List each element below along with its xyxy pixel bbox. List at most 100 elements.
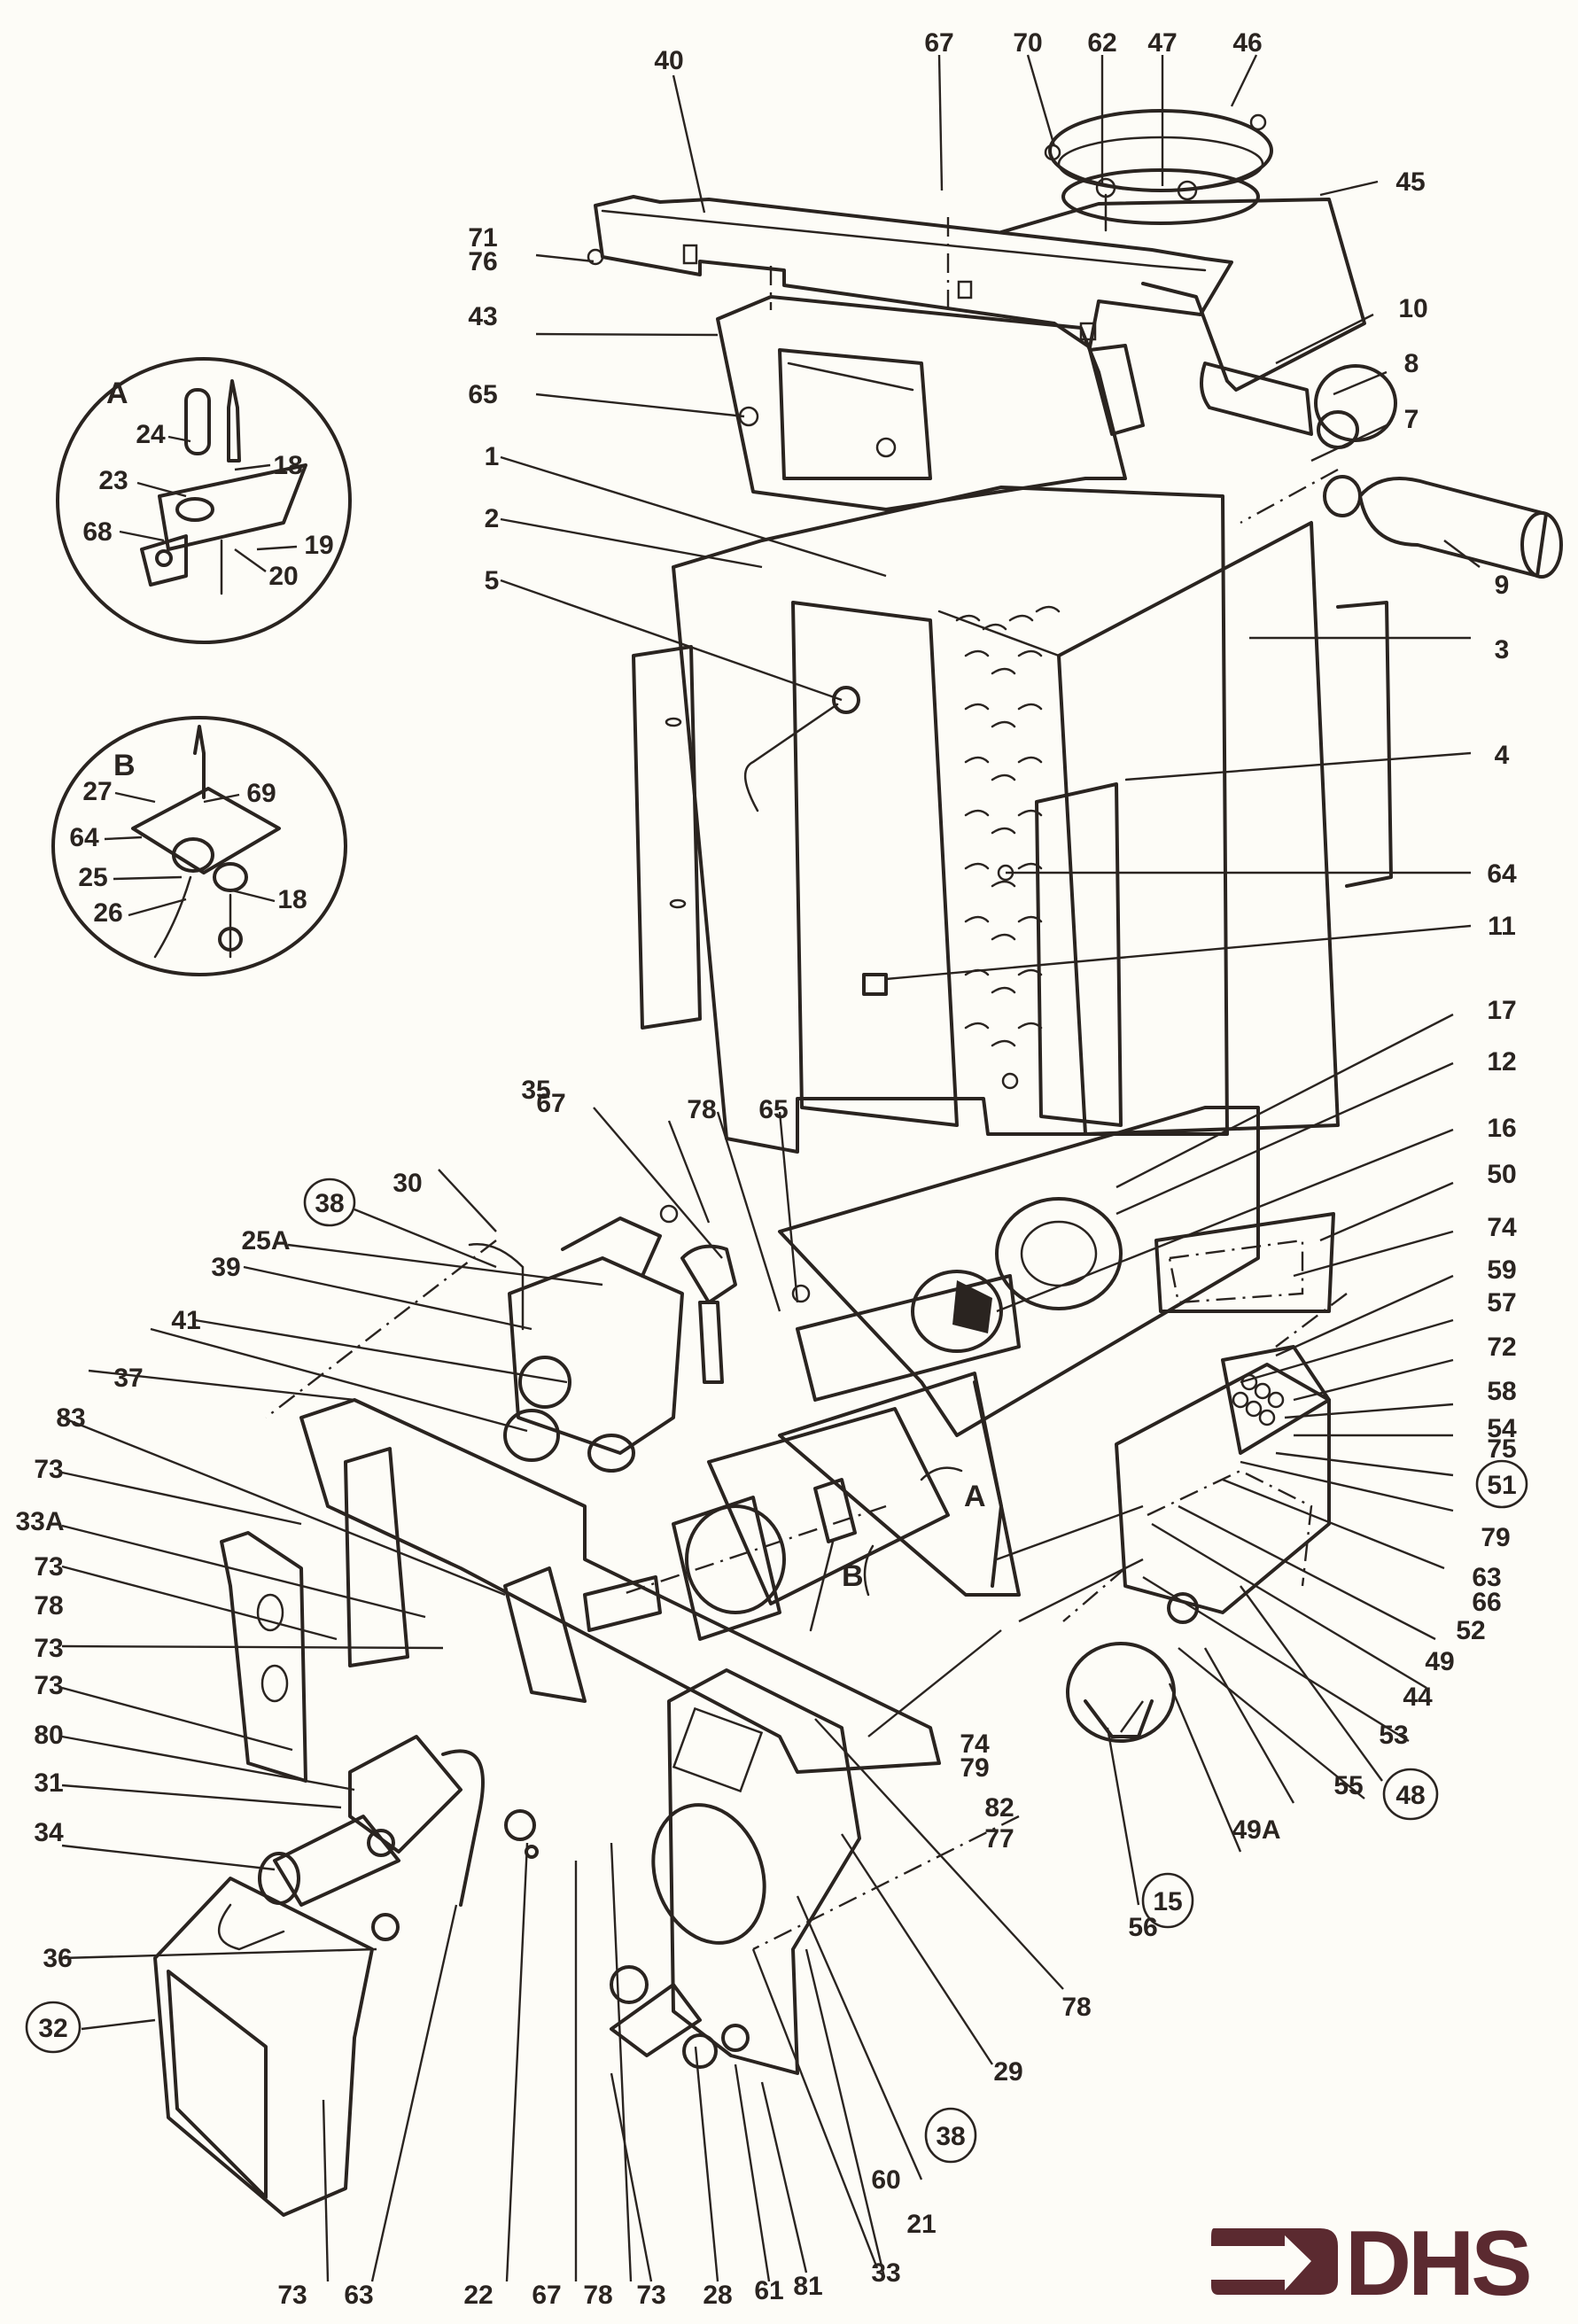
- label-64: 64: [1487, 859, 1517, 889]
- detail-A-label-24: 24: [136, 420, 166, 449]
- detail-B-label-25: 25: [78, 863, 107, 892]
- svg-text:38: 38: [936, 2122, 965, 2151]
- label-22: 22: [463, 2281, 493, 2310]
- label-67: 67: [924, 28, 953, 58]
- label-49: 49: [1425, 1647, 1454, 1676]
- label-53: 53: [1379, 1721, 1408, 1750]
- svg-text:38: 38: [315, 1189, 344, 1218]
- label-73b: 73: [34, 1552, 63, 1582]
- detail-B-label-18: 18: [277, 885, 307, 914]
- gas-valve-part-39: [468, 1216, 737, 1473]
- label-5: 5: [485, 566, 500, 595]
- label-17: 17: [1487, 996, 1516, 1025]
- label-73c: 73: [34, 1634, 63, 1663]
- label-55: 55: [1333, 1771, 1363, 1800]
- label-25A: 25A: [241, 1226, 290, 1255]
- label-78a: 78: [687, 1095, 716, 1124]
- label-47: 47: [1147, 28, 1177, 58]
- callout-letter-B: B: [842, 1559, 864, 1593]
- label-30: 30: [393, 1169, 422, 1198]
- label-44: 44: [1403, 1683, 1433, 1712]
- detail-A-label-20: 20: [268, 562, 298, 591]
- detail-letter-A: A: [106, 377, 128, 410]
- detail-A-label-68: 68: [82, 517, 112, 547]
- label-77: 77: [984, 1824, 1014, 1854]
- label-59: 59: [1487, 1255, 1516, 1285]
- label-83: 83: [56, 1403, 85, 1433]
- assembly-guide-lines: [265, 468, 1348, 1951]
- label-16: 16: [1487, 1114, 1516, 1143]
- label-41: 41: [171, 1306, 200, 1335]
- label-58: 58: [1487, 1377, 1516, 1406]
- label-3: 3: [1495, 635, 1510, 665]
- arrow-bracket-icon: [1211, 2228, 1338, 2295]
- label-29: 29: [993, 2057, 1022, 2087]
- label-57: 57: [1487, 1288, 1516, 1317]
- label-80: 80: [34, 1721, 63, 1750]
- label-78d: 78: [583, 2281, 612, 2310]
- detail-A-label-23: 23: [98, 466, 128, 495]
- top-frame-part-40: [587, 195, 1233, 349]
- terminal-block: [1232, 1373, 1285, 1426]
- circled-label-51: 51: [1475, 1459, 1528, 1509]
- label-65b: 65: [758, 1095, 788, 1124]
- detail-A-label-18: 18: [273, 451, 302, 480]
- circled-label-38b: 38: [924, 2107, 977, 2164]
- label-71: 71: [468, 223, 497, 253]
- label-62: 62: [1087, 28, 1116, 58]
- leader-lines: [61, 54, 1481, 2282]
- circled-label-38: 38: [303, 1178, 356, 1227]
- detail-B-label-64: 64: [69, 823, 99, 852]
- label-12: 12: [1487, 1047, 1516, 1077]
- logo-text: DHS: [1345, 2219, 1529, 2299]
- label-67c: 67: [532, 2281, 561, 2310]
- detail-view-A: [56, 357, 352, 644]
- detail-letter-B: B: [113, 749, 136, 782]
- label-78c: 78: [1061, 1993, 1091, 2022]
- svg-text:51: 51: [1487, 1471, 1516, 1500]
- label-73e: 73: [277, 2281, 307, 2310]
- circled-label-48: 48: [1382, 1768, 1439, 1821]
- thermostat-parts-31-34: [258, 1735, 485, 1941]
- label-73d: 73: [34, 1671, 63, 1700]
- svg-text:32: 32: [38, 2014, 67, 2043]
- small-hardware: [504, 1204, 811, 2069]
- callout-arrows: [863, 1466, 963, 1597]
- label-21: 21: [906, 2210, 936, 2239]
- label-54: 54: [1487, 1414, 1517, 1443]
- detail-B-label-26: 26: [93, 898, 122, 928]
- label-10: 10: [1398, 294, 1427, 323]
- label-39: 39: [211, 1253, 240, 1282]
- label-7: 7: [1404, 405, 1419, 434]
- label-73a: 73: [34, 1455, 63, 1484]
- label-37: 37: [113, 1364, 143, 1393]
- label-76: 76: [468, 247, 497, 276]
- label-65: 65: [468, 380, 497, 409]
- label-82: 82: [984, 1793, 1014, 1823]
- pipe-fittings-parts-7-8-9-10: [1200, 361, 1563, 579]
- label-4: 4: [1495, 741, 1510, 770]
- svg-text:15: 15: [1153, 1887, 1182, 1916]
- label-66: 66: [1472, 1588, 1501, 1617]
- label-81: 81: [793, 2272, 822, 2301]
- label-52: 52: [1456, 1616, 1485, 1645]
- detail-A-label-19: 19: [304, 531, 333, 560]
- circled-label-15: 15: [1141, 1872, 1194, 1929]
- callout-letter-A: A: [964, 1480, 986, 1513]
- label-72: 72: [1487, 1333, 1516, 1362]
- svg-text:48: 48: [1395, 1781, 1425, 1810]
- circled-label-32: 32: [25, 2001, 82, 2054]
- label-2: 2: [485, 504, 500, 533]
- label-31: 31: [34, 1768, 63, 1798]
- label-33A: 33A: [15, 1507, 64, 1536]
- label-43: 43: [468, 302, 497, 331]
- line-art: [51, 109, 1563, 2217]
- control-box-cover-part-32: [153, 1877, 374, 2217]
- label-74: 74: [1487, 1213, 1517, 1242]
- label-35: 35: [521, 1076, 550, 1105]
- part-labels: 40 67 70 62 47 46 45 71 76 43 10 65 8 7 …: [15, 28, 1528, 2310]
- label-28: 28: [703, 2281, 732, 2310]
- label-50: 50: [1487, 1160, 1516, 1189]
- label-8: 8: [1404, 349, 1419, 378]
